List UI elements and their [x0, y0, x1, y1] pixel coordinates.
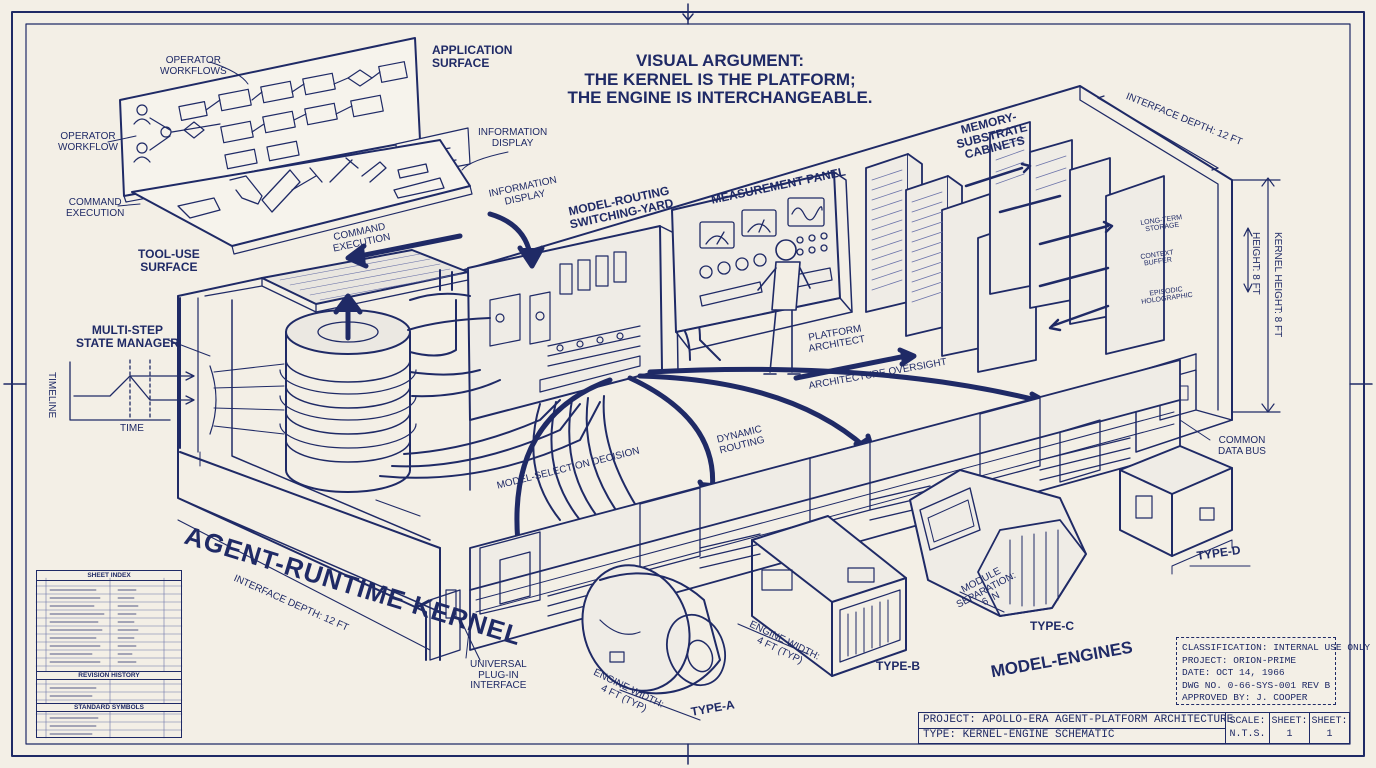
label-common-data-bus: COMMON DATA BUS	[1218, 435, 1266, 457]
label-command-execution: COMMAND EXECUTION	[66, 197, 125, 219]
label-type-c: TYPE-C	[1030, 619, 1075, 633]
registration-marks	[3, 3, 1373, 765]
leader-lines	[107, 61, 1211, 659]
engine-type-b	[751, 515, 907, 677]
engine-type-c	[909, 469, 1087, 617]
label-operator-workflow: OPERATOR WORKFLOW	[58, 131, 118, 153]
title-block: PROJECT: APOLLO-ERA AGENT-PLATFORM ARCHI…	[918, 712, 1350, 744]
label-universal-plug-in-interface: UNIVERSAL PLUG-IN INTERFACE	[470, 659, 527, 691]
dimension-lines	[177, 499, 1251, 721]
kernel-enclosure	[177, 277, 461, 661]
sheet-value: 1	[1286, 729, 1293, 740]
label-information-display: INFORMATION DISPLAY	[478, 127, 548, 149]
label-height-8ft: HEIGHT: 8 FT	[1250, 232, 1261, 295]
label-timeline: TIMELINE	[46, 372, 57, 419]
classification-box: CLASSIFICATION: INTERNAL USE ONLY PROJEC…	[1176, 637, 1371, 705]
title-block-project: PROJECT: APOLLO-ERA AGENT-PLATFORM ARCHI…	[923, 714, 1234, 726]
switching-yard-panel	[467, 225, 679, 421]
approved-by-line: APPROVED BY: J. COOPER	[1182, 692, 1308, 703]
sheet-index-title: SHEET INDEX	[37, 571, 181, 581]
label-multi-step-state-manager: MULTI-STEP STATE MANAGER	[76, 323, 179, 350]
title-line-2: THE KERNEL IS THE PLATFORM;	[584, 69, 856, 89]
revision-history-title: REVISION HISTORY	[37, 671, 181, 680]
timeline-chart	[69, 359, 285, 435]
label-kernel-height: KERNEL HEIGHT: 8 FT	[1272, 232, 1283, 338]
scale-value: N.T.S.	[1229, 729, 1266, 740]
platform-architect-figure	[757, 239, 811, 375]
sheet-index: SHEET INDEX REVISION HISTORY STANDARD SY…	[36, 570, 182, 738]
sheets-value: 1	[1326, 729, 1333, 740]
title-block-scale: SCALE: N.T.S.	[1225, 713, 1269, 743]
title-block-sheets: SHEET: 1	[1309, 713, 1349, 743]
label-operator-workflows: OPERATOR WORKFLOWS	[160, 55, 227, 77]
label-type-b: TYPE-B	[876, 659, 921, 673]
height-dimension	[1097, 95, 1281, 413]
title-block-sheet: SHEET: 1	[1269, 713, 1309, 743]
diagram-title: VISUAL ARGUMENT: THE KERNEL IS THE PLATF…	[540, 51, 900, 108]
command-execution-panel	[131, 139, 473, 255]
engine-type-d	[1119, 445, 1233, 575]
sheet-label: SHEET:	[1271, 716, 1308, 727]
standard-symbols-title: STANDARD SYMBOLS	[37, 703, 181, 712]
scale-label: SCALE:	[1229, 716, 1266, 727]
label-tool-use-surface: TOOL-USE SURFACE	[138, 247, 200, 274]
label-application-surface: APPLICATION SURFACE	[432, 43, 513, 70]
measurement-panel	[671, 171, 853, 351]
engine-type-a	[581, 564, 726, 695]
label-time: TIME	[120, 423, 144, 434]
classification-line: CLASSIFICATION: INTERNAL USE ONLY	[1182, 642, 1371, 653]
project-code-line: PROJECT: ORION-PRIME	[1182, 654, 1297, 666]
memory-cabinets	[865, 121, 1165, 373]
date-line: DATE: OCT 14, 1966	[1182, 667, 1285, 678]
sheet-index-table	[35, 577, 183, 739]
sheets-label: SHEET:	[1311, 716, 1348, 727]
title-line-1: VISUAL ARGUMENT:	[635, 51, 805, 70]
drawing-number-line: DWG NO. 0-66-SYS-001 REV B	[1182, 679, 1331, 691]
title-line-3: THE ENGINE IS INTERCHANGEABLE.	[567, 88, 873, 108]
common-data-bus	[469, 359, 1181, 651]
title-block-type: TYPE: KERNEL-ENGINE SCHEMATIC	[923, 729, 1115, 741]
